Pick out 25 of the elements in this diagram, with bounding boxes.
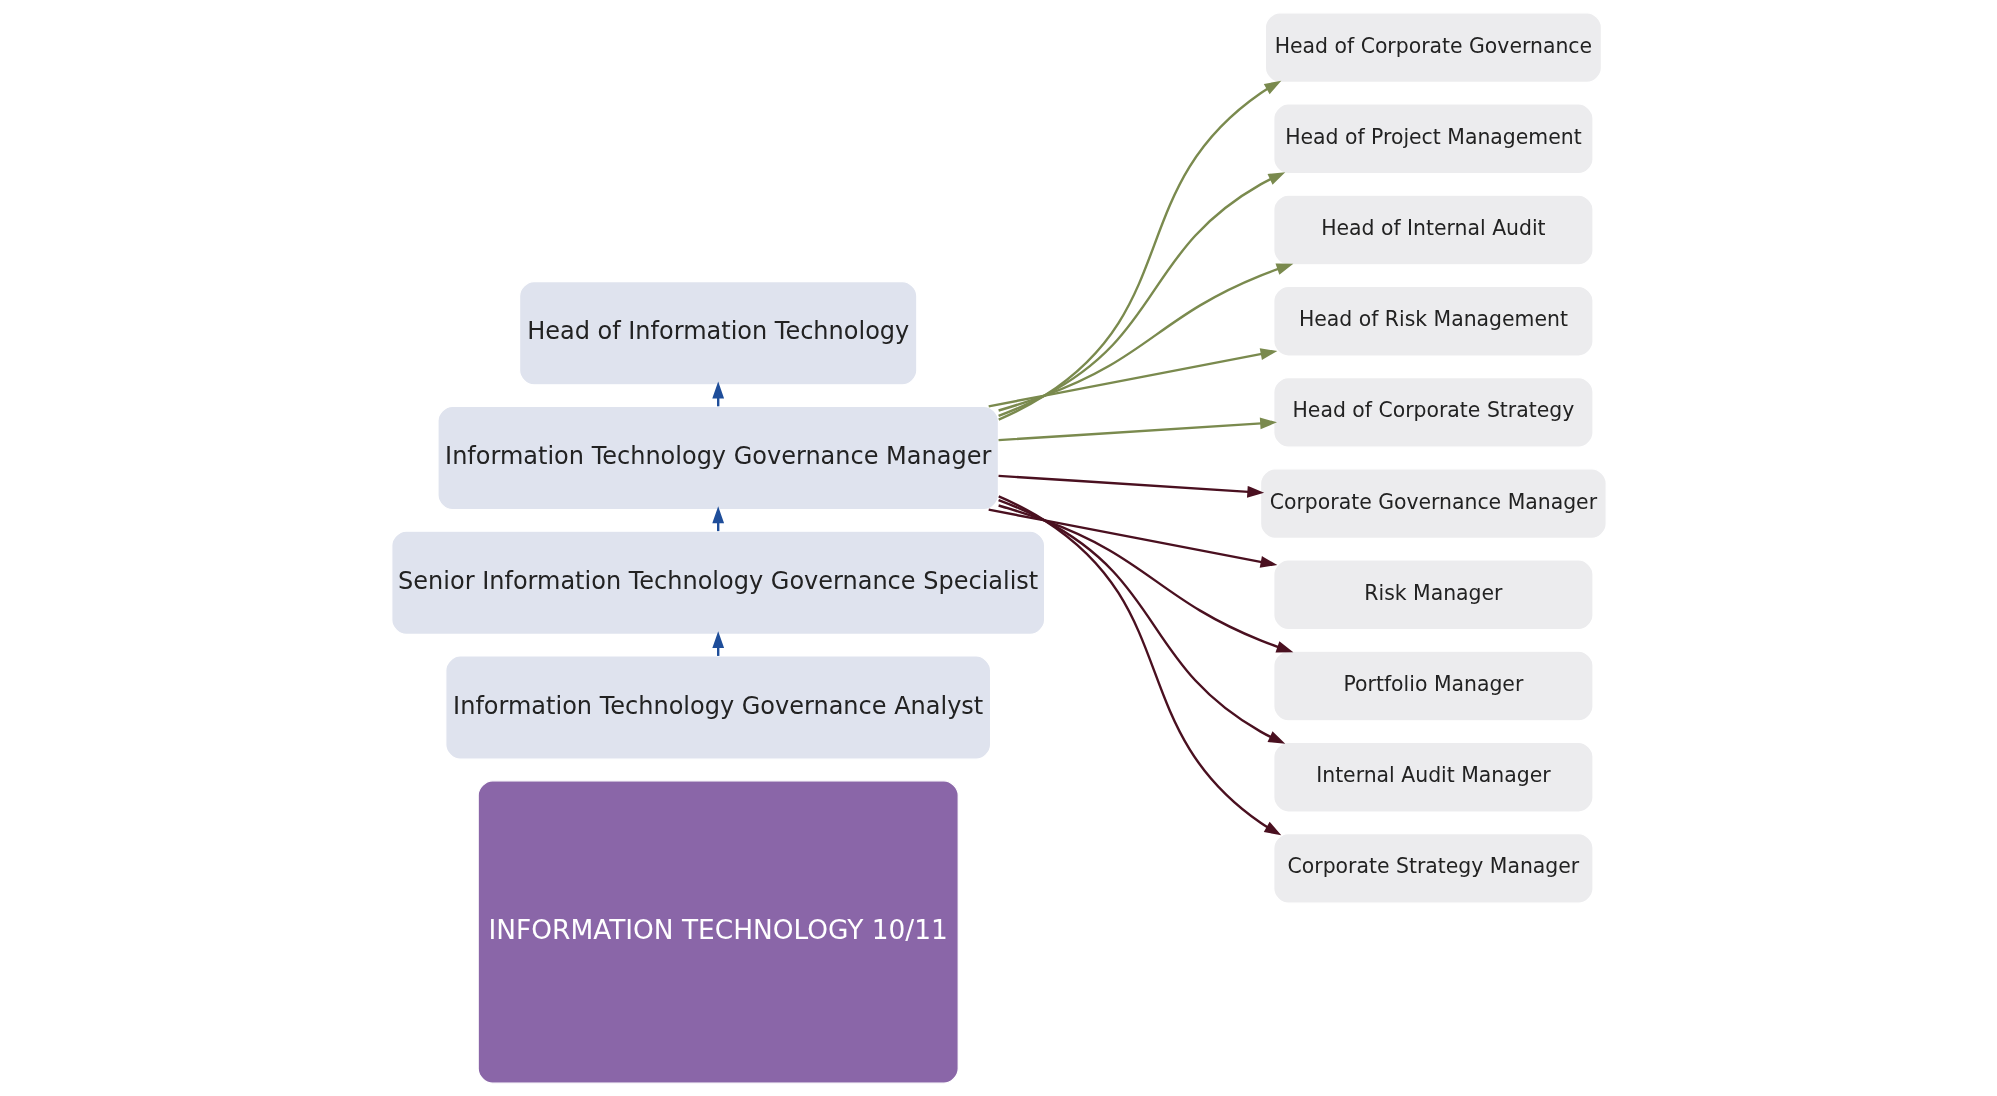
node-box: Head of Information Technology (518, 281, 917, 386)
node-box: Head of Corporate Strategy (1272, 377, 1594, 448)
arrow (997, 80, 1281, 421)
node-box: Information Technology Governance Analyst (444, 655, 991, 760)
arrow (997, 504, 1293, 653)
arrow (997, 499, 1285, 744)
arrow (997, 263, 1293, 412)
node-box: Head of Internal Audit (1272, 194, 1594, 266)
node-box: Senior Information Technology Governance Specialist (390, 530, 1045, 635)
arrow (997, 172, 1285, 417)
node-box: INFORMATION TECHNOLOGY 10/11 (477, 780, 959, 1084)
arrow (997, 495, 1281, 836)
arrow (998, 474, 1264, 498)
node-box: Corporate Governance Manager (1259, 468, 1607, 539)
arrow (998, 417, 1277, 442)
node-box: Head of Project Management (1272, 103, 1594, 175)
node-box: Head of Risk Management (1272, 285, 1594, 357)
node-box: Portfolio Manager (1272, 650, 1594, 722)
node-box: Information Technology Governance Manager (436, 405, 999, 511)
node-box: Risk Manager (1272, 559, 1594, 631)
node-box: Corporate Strategy Manager (1272, 833, 1594, 904)
node-box: Head of Corporate Governance (1264, 12, 1602, 83)
arrow (987, 348, 1277, 408)
arrow (987, 508, 1277, 568)
node-box: Internal Audit Manager (1272, 741, 1594, 813)
